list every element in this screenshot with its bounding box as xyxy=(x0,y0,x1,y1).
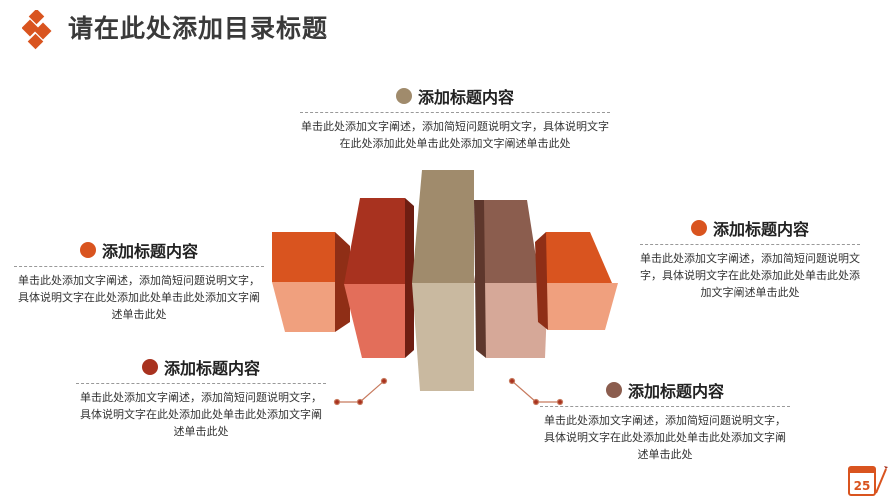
divider xyxy=(76,383,326,384)
block-left-outer-front xyxy=(272,282,335,332)
item-heading: 添加标题内容 xyxy=(101,242,198,261)
block-left-inner-top xyxy=(344,198,405,284)
block-left-inner-front xyxy=(344,284,405,358)
item-body: 单击此处添加文字阐述，添加简短问题说明文字，具体说明文字在此处添加此处单击此处添… xyxy=(80,391,322,438)
item-heading: 添加标题内容 xyxy=(417,88,514,107)
block-center-top xyxy=(412,170,474,283)
block-left-inner-side xyxy=(405,198,414,358)
content-item-left-top: 添加标题内容 单击此处添加文字阐述，添加简短问题说明文字，具体说明文字在此处添加… xyxy=(14,238,264,323)
logo-diamonds-icon xyxy=(22,10,52,50)
item-heading: 添加标题内容 xyxy=(163,359,260,378)
block-right-inner-top xyxy=(474,200,540,283)
item-body: 单击此处添加文字阐述，添加简短问题说明文字，具体说明文字在此处添加此处单击此处添… xyxy=(301,120,609,150)
item-body: 单击此处添加文字阐述，添加简短问题说明文字，具体说明文字在此处添加此处单击此处添… xyxy=(640,252,860,299)
item-heading: 添加标题内容 xyxy=(627,382,724,401)
block-right-inner-front xyxy=(482,283,548,358)
content-item-left-bottom: 添加标题内容 单击此处添加文字阐述，添加简短问题说明文字，具体说明文字在此处添加… xyxy=(76,355,326,440)
block-left-outer-top xyxy=(272,232,335,282)
block-right-inner-side xyxy=(474,200,486,358)
content-item-right-bottom: 添加标题内容 单击此处添加文字阐述，添加简短问题说明文字，具体说明文字在此处添加… xyxy=(540,378,790,463)
bullet-dot-icon xyxy=(79,242,96,258)
block-right-outer-front xyxy=(546,283,618,330)
badge-number: 25 xyxy=(854,479,871,493)
block-right-outer-top xyxy=(542,232,612,283)
divider xyxy=(14,266,264,267)
bullet-dot-icon xyxy=(605,382,622,398)
content-item-top: 添加标题内容 单击此处添加文字阐述，添加简短问题说明文字，具体说明文字在此处添加… xyxy=(300,84,610,152)
block-right-outer-side xyxy=(535,232,548,330)
item-body: 单击此处添加文字阐述，添加简短问题说明文字，具体说明文字在此处添加此处单击此处添… xyxy=(544,414,786,461)
divider xyxy=(540,406,790,407)
connector-right-icon xyxy=(508,377,564,406)
bullet-dot-icon xyxy=(395,88,412,104)
block-center-front xyxy=(412,283,474,391)
item-heading: 添加标题内容 xyxy=(712,220,809,239)
content-item-right-top: 添加标题内容 单击此处添加文字阐述，添加简短问题说明文字，具体说明文字在此处添加… xyxy=(640,216,860,301)
divider xyxy=(300,112,610,113)
calendar-badge-icon: 25 xyxy=(848,466,888,496)
connector-left-icon xyxy=(333,377,388,406)
block-left-outer-side xyxy=(335,232,350,332)
bullet-dot-icon xyxy=(141,359,158,375)
bullet-dot-icon xyxy=(690,220,707,236)
page-title: 请在此处添加目录标题 xyxy=(68,14,329,43)
divider xyxy=(640,244,860,245)
item-body: 单击此处添加文字阐述，添加简短问题说明文字，具体说明文字在此处添加此处单击此处添… xyxy=(18,274,260,321)
